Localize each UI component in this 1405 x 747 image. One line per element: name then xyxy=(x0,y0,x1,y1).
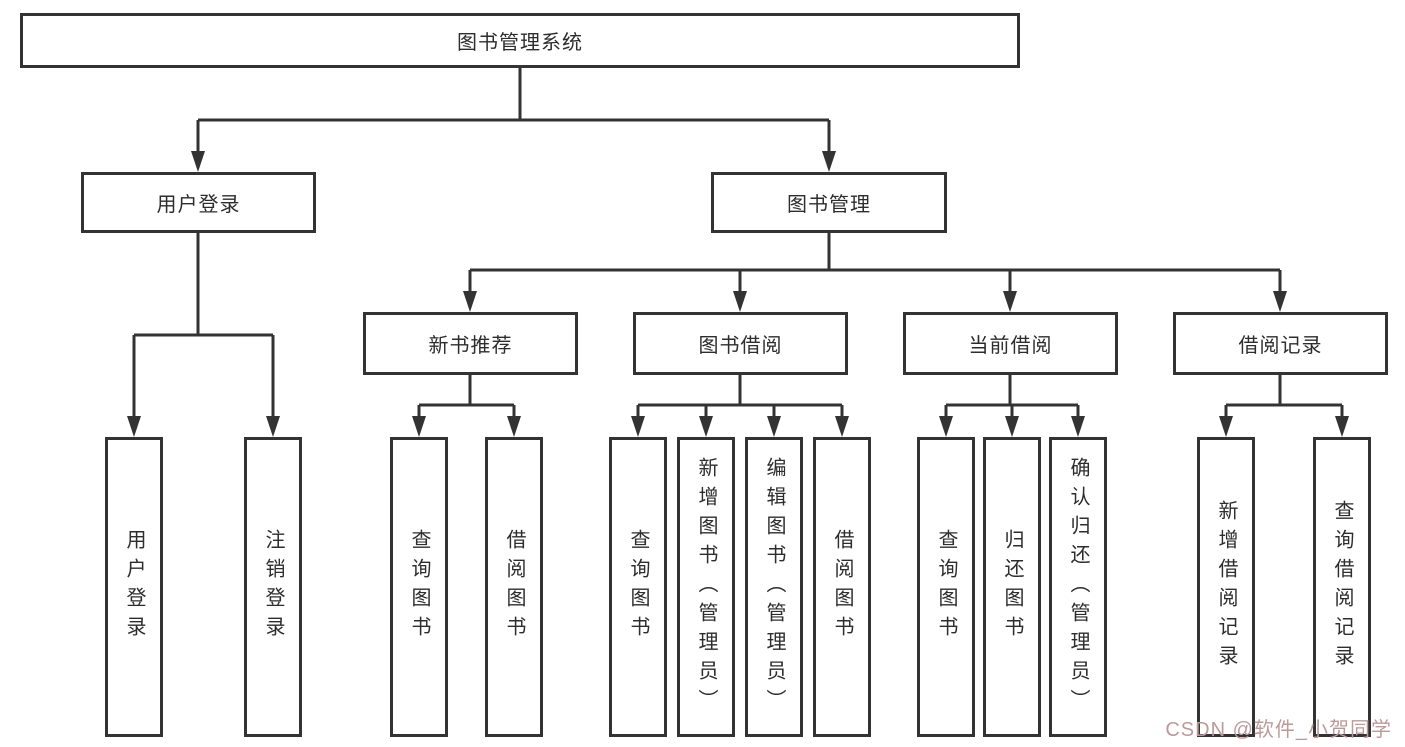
node-user-login: 用户登录 xyxy=(81,172,316,233)
leaf-label: 编辑图书（管理员） xyxy=(763,456,785,718)
arrow-down-icon xyxy=(733,291,747,312)
arrow-down-icon xyxy=(1273,291,1287,312)
leaf-label: 新增借阅记录 xyxy=(1215,500,1237,674)
node-new-book-recommend: 新书推荐 xyxy=(363,312,578,375)
leaf-label: 新增图书（管理员） xyxy=(695,456,717,718)
arrow-down-icon xyxy=(767,416,781,437)
node-leaf-borrow-borrow-book: 借阅图书 xyxy=(813,437,871,737)
node-book-borrow: 图书借阅 xyxy=(633,312,848,375)
leaf-label: 查询图书 xyxy=(935,529,957,645)
connector-book-to-level3 xyxy=(468,233,1282,308)
arrow-down-icon xyxy=(507,416,521,437)
arrow-down-icon xyxy=(939,416,953,437)
watermark: CSDN @软件_小贺同学 xyxy=(1165,719,1392,741)
node-root: 图书管理系统 xyxy=(20,13,1020,68)
arrow-down-icon xyxy=(835,416,849,437)
arrow-down-icon xyxy=(631,416,645,437)
arrow-down-icon xyxy=(463,291,477,312)
leaf-label: 查询借阅记录 xyxy=(1331,500,1353,674)
leaf-label: 查询图书 xyxy=(408,529,430,645)
connector-record-to-leaves xyxy=(1224,375,1344,433)
node-leaf-current-return-book: 归还图书 xyxy=(983,437,1041,737)
node-borrow-record: 借阅记录 xyxy=(1173,312,1388,375)
arrow-down-icon xyxy=(1005,416,1019,437)
leaf-label: 用户登录 xyxy=(123,529,145,645)
node-current-borrow: 当前借阅 xyxy=(903,312,1118,375)
leaf-label: 查询图书 xyxy=(627,529,649,645)
node-leaf-borrow-edit-book-admin: 编辑图书（管理员） xyxy=(745,437,803,737)
connector-user-to-leaves xyxy=(132,233,275,433)
node-leaf-logout: 注销登录 xyxy=(244,437,302,737)
arrow-down-icon xyxy=(191,151,205,172)
node-leaf-current-query-book: 查询图书 xyxy=(917,437,975,737)
leaf-label: 借阅图书 xyxy=(503,529,525,645)
arrow-down-icon xyxy=(1071,416,1085,437)
node-leaf-borrow-add-book-admin: 新增图书（管理员） xyxy=(677,437,735,737)
arrow-down-icon xyxy=(1003,291,1017,312)
connector-recommend-to-leaves xyxy=(417,375,516,433)
node-leaf-record-query-record: 查询借阅记录 xyxy=(1313,437,1371,737)
node-leaf-recommend-query-book: 查询图书 xyxy=(390,437,448,737)
connector-root-to-level2 xyxy=(196,68,831,168)
node-book-management: 图书管理 xyxy=(711,172,947,233)
arrow-down-icon xyxy=(127,416,141,437)
leaf-label: 借阅图书 xyxy=(831,529,853,645)
leaf-label: 注销登录 xyxy=(262,529,284,645)
node-leaf-user-login: 用户登录 xyxy=(105,437,163,737)
node-leaf-current-confirm-return-admin: 确认归还（管理员） xyxy=(1049,437,1107,737)
arrow-down-icon xyxy=(1219,416,1233,437)
node-leaf-recommend-borrow-book: 借阅图书 xyxy=(485,437,543,737)
arrow-down-icon xyxy=(412,416,426,437)
arrow-down-icon xyxy=(266,416,280,437)
connector-borrow-to-leaves xyxy=(636,375,844,433)
node-leaf-record-add-record: 新增借阅记录 xyxy=(1197,437,1255,737)
arrow-down-icon xyxy=(822,151,836,172)
arrow-down-icon xyxy=(699,416,713,437)
node-leaf-borrow-query-book: 查询图书 xyxy=(609,437,667,737)
leaf-label: 确认归还（管理员） xyxy=(1067,456,1089,718)
leaf-label: 归还图书 xyxy=(1001,529,1023,645)
arrow-down-icon xyxy=(1335,416,1349,437)
connector-current-to-leaves xyxy=(944,375,1080,433)
